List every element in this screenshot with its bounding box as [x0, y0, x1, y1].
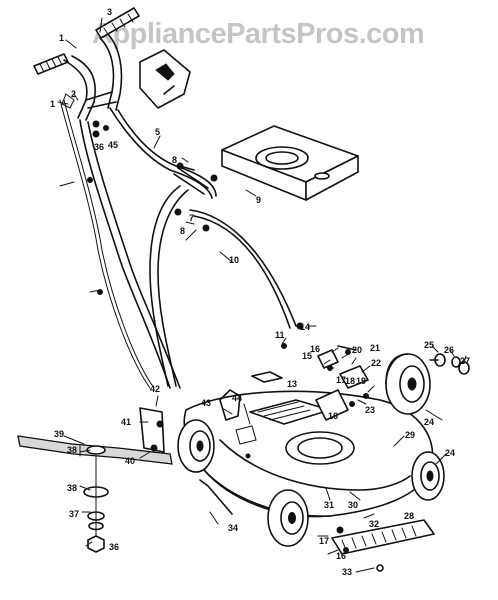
callout-26: 26 [444, 345, 455, 355]
callout-3: 3 [107, 7, 113, 17]
leader-lines [57, 17, 467, 573]
callout-17: 17 [319, 536, 330, 546]
callout-45: 45 [108, 140, 119, 150]
callout-24-top: 24 [424, 417, 435, 427]
callout-39-bracket: 40 [125, 456, 136, 466]
callout-34: 34 [228, 523, 239, 533]
side-bracket [139, 407, 165, 453]
engine-cover [221, 125, 359, 201]
cables [59, 93, 155, 389]
callout-16-top: 16 [310, 344, 321, 354]
callout-23: 23 [365, 405, 376, 415]
handle-grip-right [95, 7, 140, 39]
callout-1: 1 [50, 99, 56, 109]
callout-7: 7 [189, 213, 195, 223]
callout-22: 22 [371, 358, 382, 368]
upper-handle [63, 33, 123, 121]
callout-1-top: 1 [59, 33, 65, 43]
callout-9: 9 [256, 195, 262, 205]
wheel-front-right [411, 451, 445, 501]
handle-bolts [87, 120, 304, 349]
callout-32: 32 [369, 519, 380, 529]
watermark: AppliancePartsPros.com [92, 18, 425, 50]
pad [251, 371, 283, 383]
callout-28: 28 [404, 511, 415, 521]
callout-8-top: 8 [172, 155, 178, 165]
callout-42: 43 [201, 398, 212, 408]
callout-8: 8 [180, 226, 186, 236]
small-hardware [245, 453, 384, 572]
callout-29: 29 [405, 430, 416, 440]
deflector [331, 519, 435, 555]
callout-38: 39 [54, 429, 65, 439]
rod [199, 479, 233, 515]
callout-39: 36 [94, 142, 105, 152]
callout-14: 14 [300, 322, 311, 332]
blade-hardware [83, 445, 109, 553]
wheel-rear-right [385, 353, 431, 415]
wheel-front-left [267, 489, 309, 547]
callout-30: 30 [348, 500, 359, 510]
callout-18: 18 [345, 376, 356, 386]
callout-16: 16 [328, 411, 339, 421]
control-box [139, 49, 191, 109]
callout-2: 2 [71, 89, 77, 99]
callout-17-top: 17 [336, 375, 347, 385]
callout-31: 31 [324, 500, 335, 510]
handle-grip-left [33, 53, 69, 75]
callout-21: 21 [370, 343, 381, 353]
wheel-rear-left [177, 419, 215, 473]
callout-40: 41 [121, 417, 132, 427]
callout-36: 37 [69, 509, 80, 519]
callout-13: 13 [287, 379, 298, 389]
callout-41: 42 [150, 384, 161, 394]
callout-37: 38 [67, 483, 78, 493]
callout-19: 19 [356, 376, 367, 386]
callout-37-top: 38 [67, 445, 78, 455]
lower-handle [79, 107, 297, 389]
callout-10: 10 [229, 255, 240, 265]
callout-35: 36 [109, 542, 120, 552]
callout-5: 5 [155, 127, 161, 137]
callout-20: 20 [352, 345, 363, 355]
callout-27: 27 [460, 356, 471, 366]
callout-16-bottom: 16 [336, 551, 347, 561]
callout-24: 24 [445, 448, 456, 458]
callout-43: 44 [232, 393, 243, 403]
callout-11: 11 [275, 330, 285, 340]
callout-25: 25 [424, 340, 435, 350]
callout-15: 15 [302, 351, 313, 361]
callout-33: 33 [342, 567, 353, 577]
